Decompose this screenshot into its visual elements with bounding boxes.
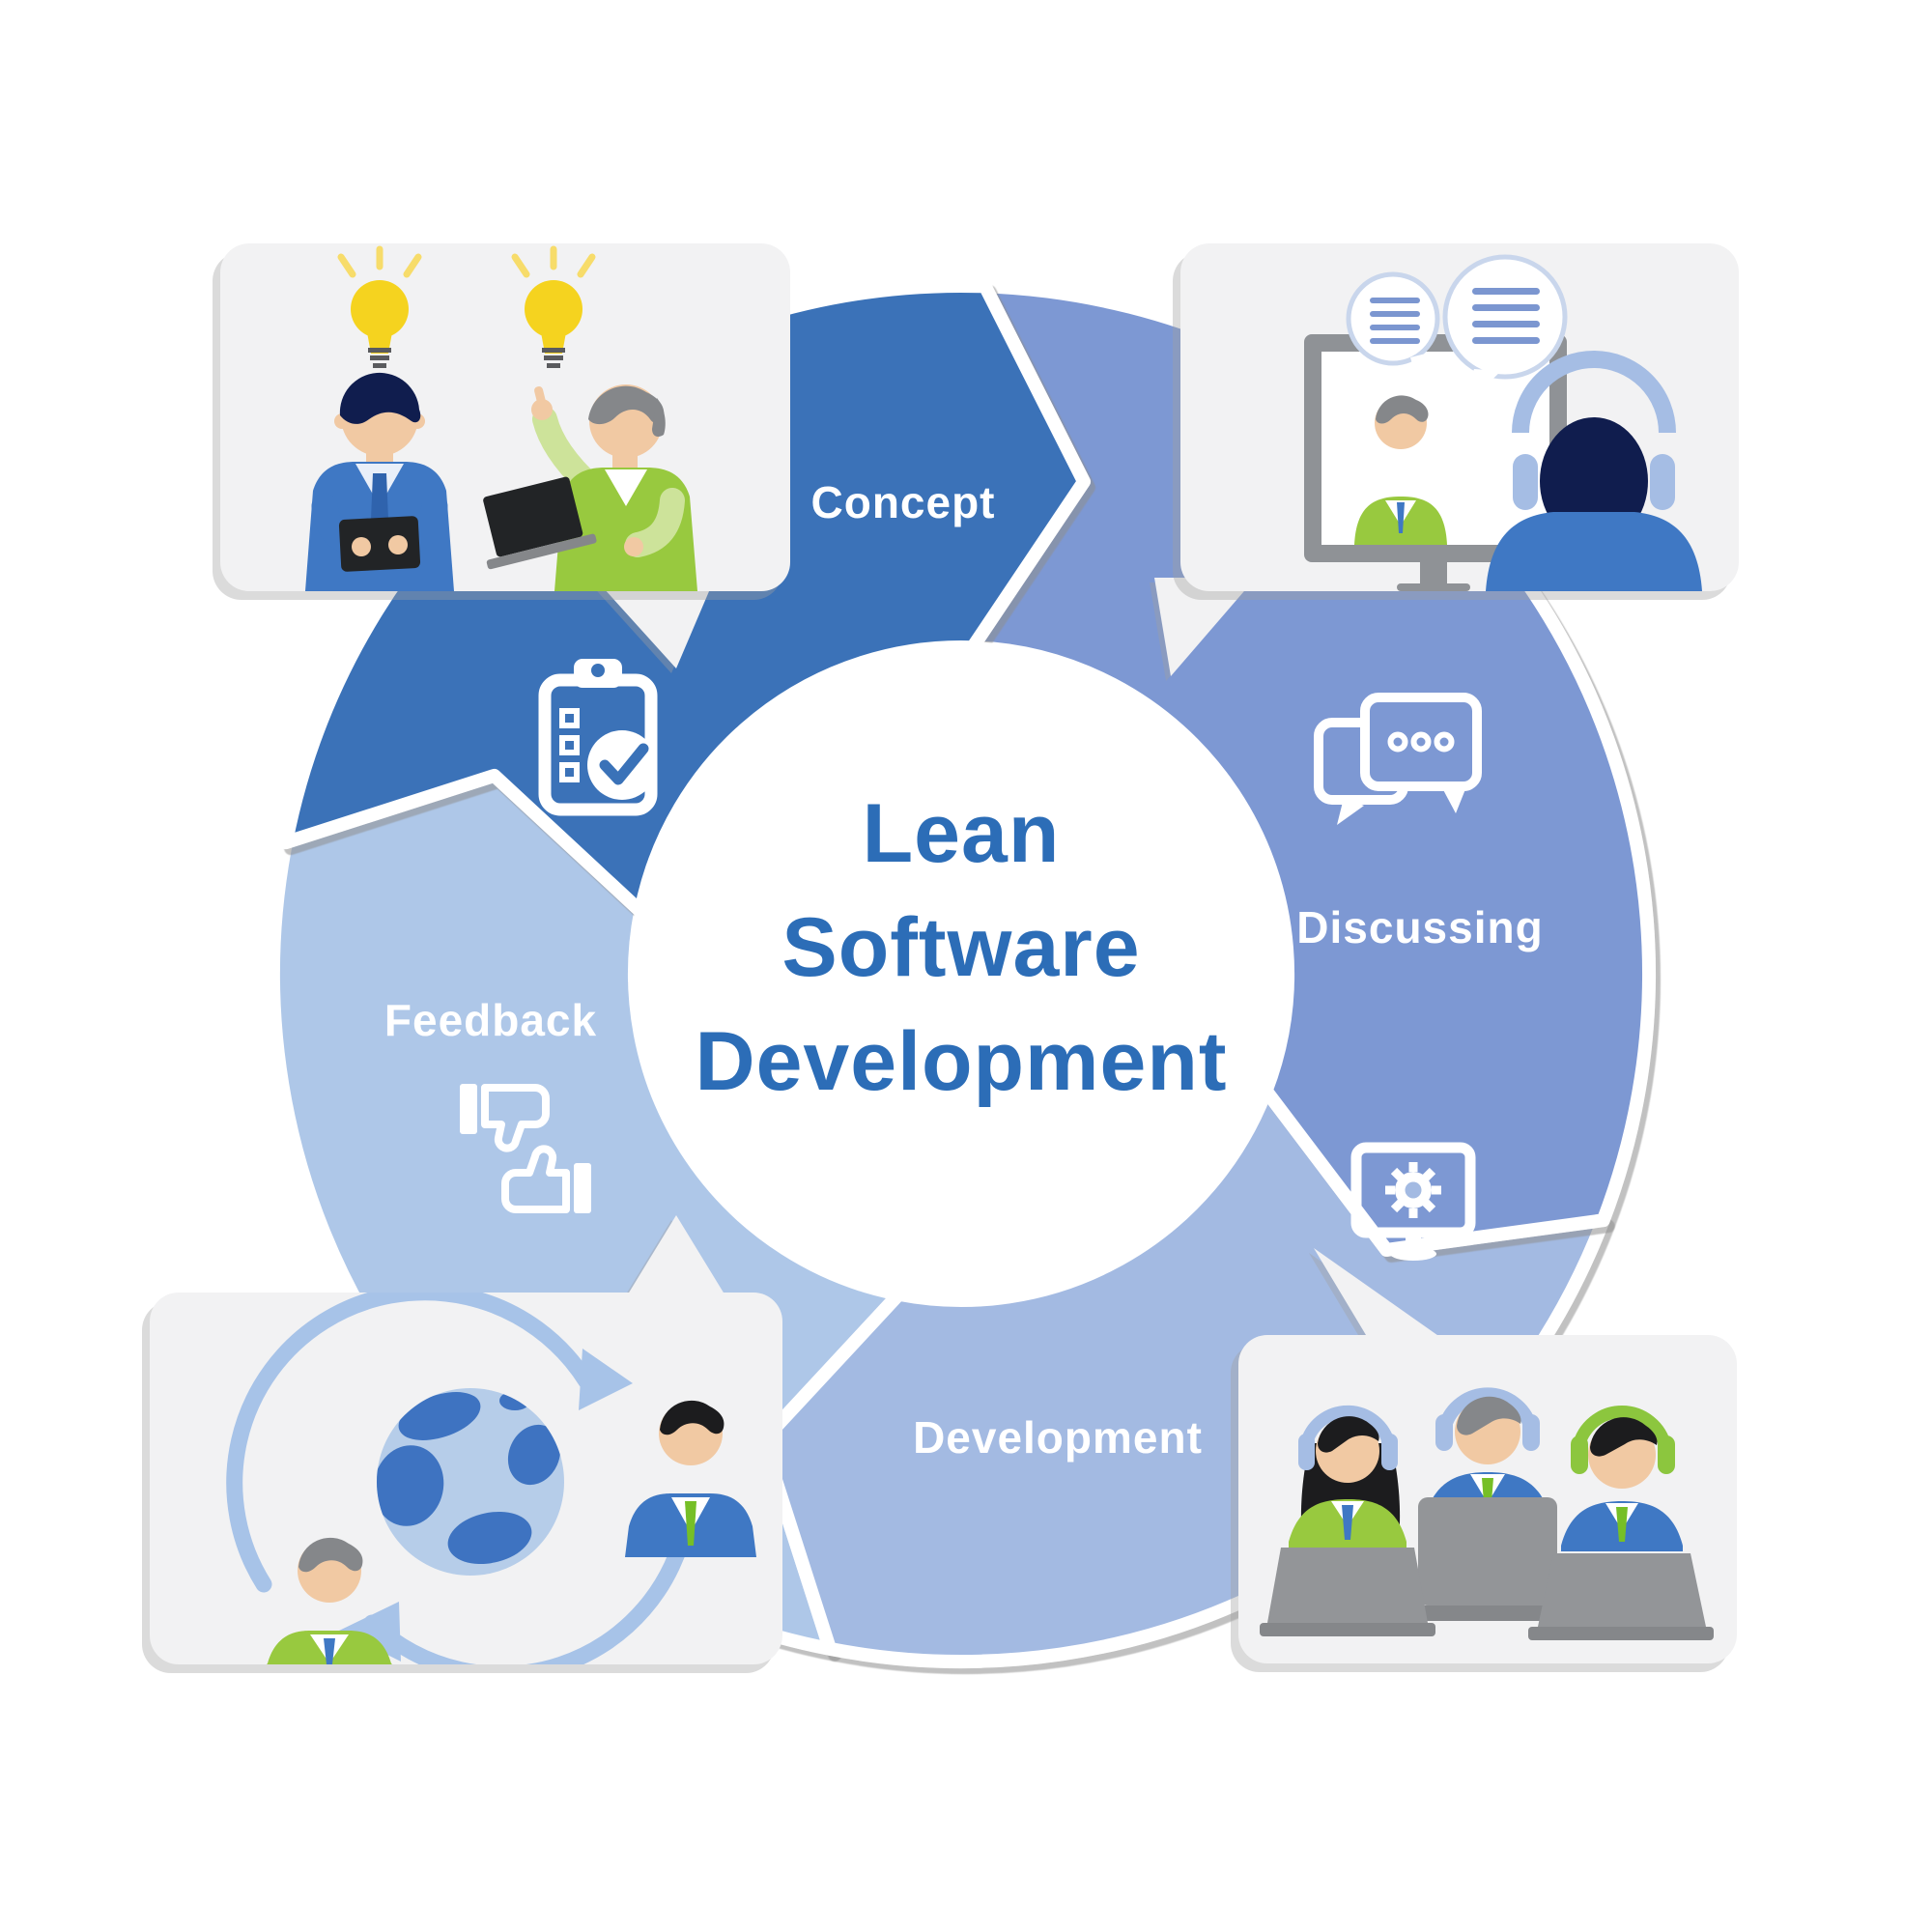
center-title-line2: Software	[781, 901, 1140, 994]
center-circle	[629, 641, 1293, 1306]
speech-bubble-icon	[1346, 271, 1440, 390]
chat-bubbles-icon	[1314, 693, 1482, 825]
person-with-laptop	[483, 384, 697, 591]
support-team-on-laptops	[1260, 1387, 1714, 1640]
concept-card	[220, 243, 790, 591]
development-card-tail	[1299, 1236, 1463, 1352]
person-with-tablet	[305, 372, 454, 591]
developer-left	[1260, 1405, 1435, 1636]
feedback-card	[150, 1293, 782, 1664]
developer-right	[1528, 1406, 1714, 1640]
consultant-avatar	[267, 1537, 392, 1664]
segment-label-feedback: Feedback	[384, 995, 597, 1045]
idea-bulb-icon	[511, 245, 596, 368]
idea-bulb-icon	[337, 245, 422, 368]
concept-card-tail	[580, 541, 744, 676]
cycle-arrow-icon	[226, 1293, 696, 1664]
discussing-card	[1180, 243, 1739, 591]
thumbs-up-down-icon	[460, 1084, 591, 1213]
discussing-card-tail	[1140, 541, 1275, 686]
global-user-exchange	[226, 1293, 756, 1664]
center-title-line3: Development	[695, 1015, 1227, 1108]
segment-label-development: Development	[913, 1412, 1203, 1463]
two-colleagues-with-idea-bulbs	[305, 245, 697, 591]
clipboard-checklist-icon	[538, 659, 658, 816]
globe-icon	[377, 1388, 564, 1576]
center-title-line1: Lean	[863, 787, 1061, 880]
feedback-card-tail	[609, 1198, 744, 1314]
developer-center	[1406, 1387, 1569, 1621]
person-on-screen	[1354, 395, 1447, 545]
speech-bubble-icon	[1442, 254, 1568, 410]
monitor-gear-icon	[1350, 1142, 1476, 1261]
segment-label-concept: Concept	[811, 477, 996, 527]
person-with-headset-back-view	[1486, 351, 1702, 591]
businessman-avatar	[625, 1400, 756, 1557]
segment-label-discussing: Discussing	[1296, 902, 1543, 952]
development-card	[1238, 1335, 1737, 1663]
video-call-conversation	[1304, 254, 1702, 591]
